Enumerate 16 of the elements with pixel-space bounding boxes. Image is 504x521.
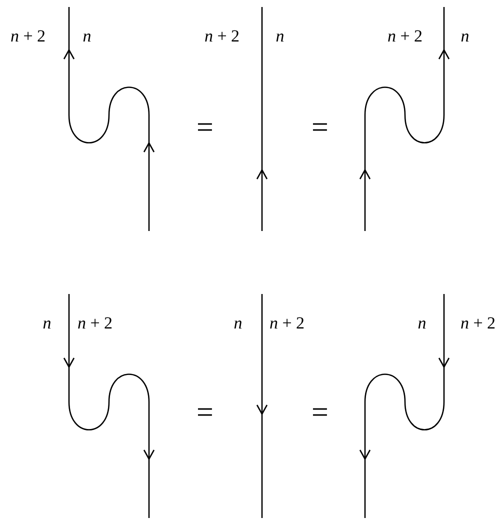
region-label: n + 2 [460,314,496,332]
region-label: n + 2 [204,28,240,44]
equals-sign: = [196,398,214,428]
region-label: n + 2 [387,28,423,44]
region-label: n [42,314,52,332]
equals-sign: = [312,113,328,143]
equals-sign: = [196,113,214,143]
region-label: n [460,28,470,44]
region-label: n + 2 [10,28,46,44]
region-label: n [234,314,242,332]
region-label: n [418,314,426,332]
equals-sign: = [312,398,328,428]
region-label: n [276,28,284,44]
region-label: n + 2 [77,314,113,332]
region-label: n + 2 [269,314,305,332]
region-label: n [82,28,92,44]
